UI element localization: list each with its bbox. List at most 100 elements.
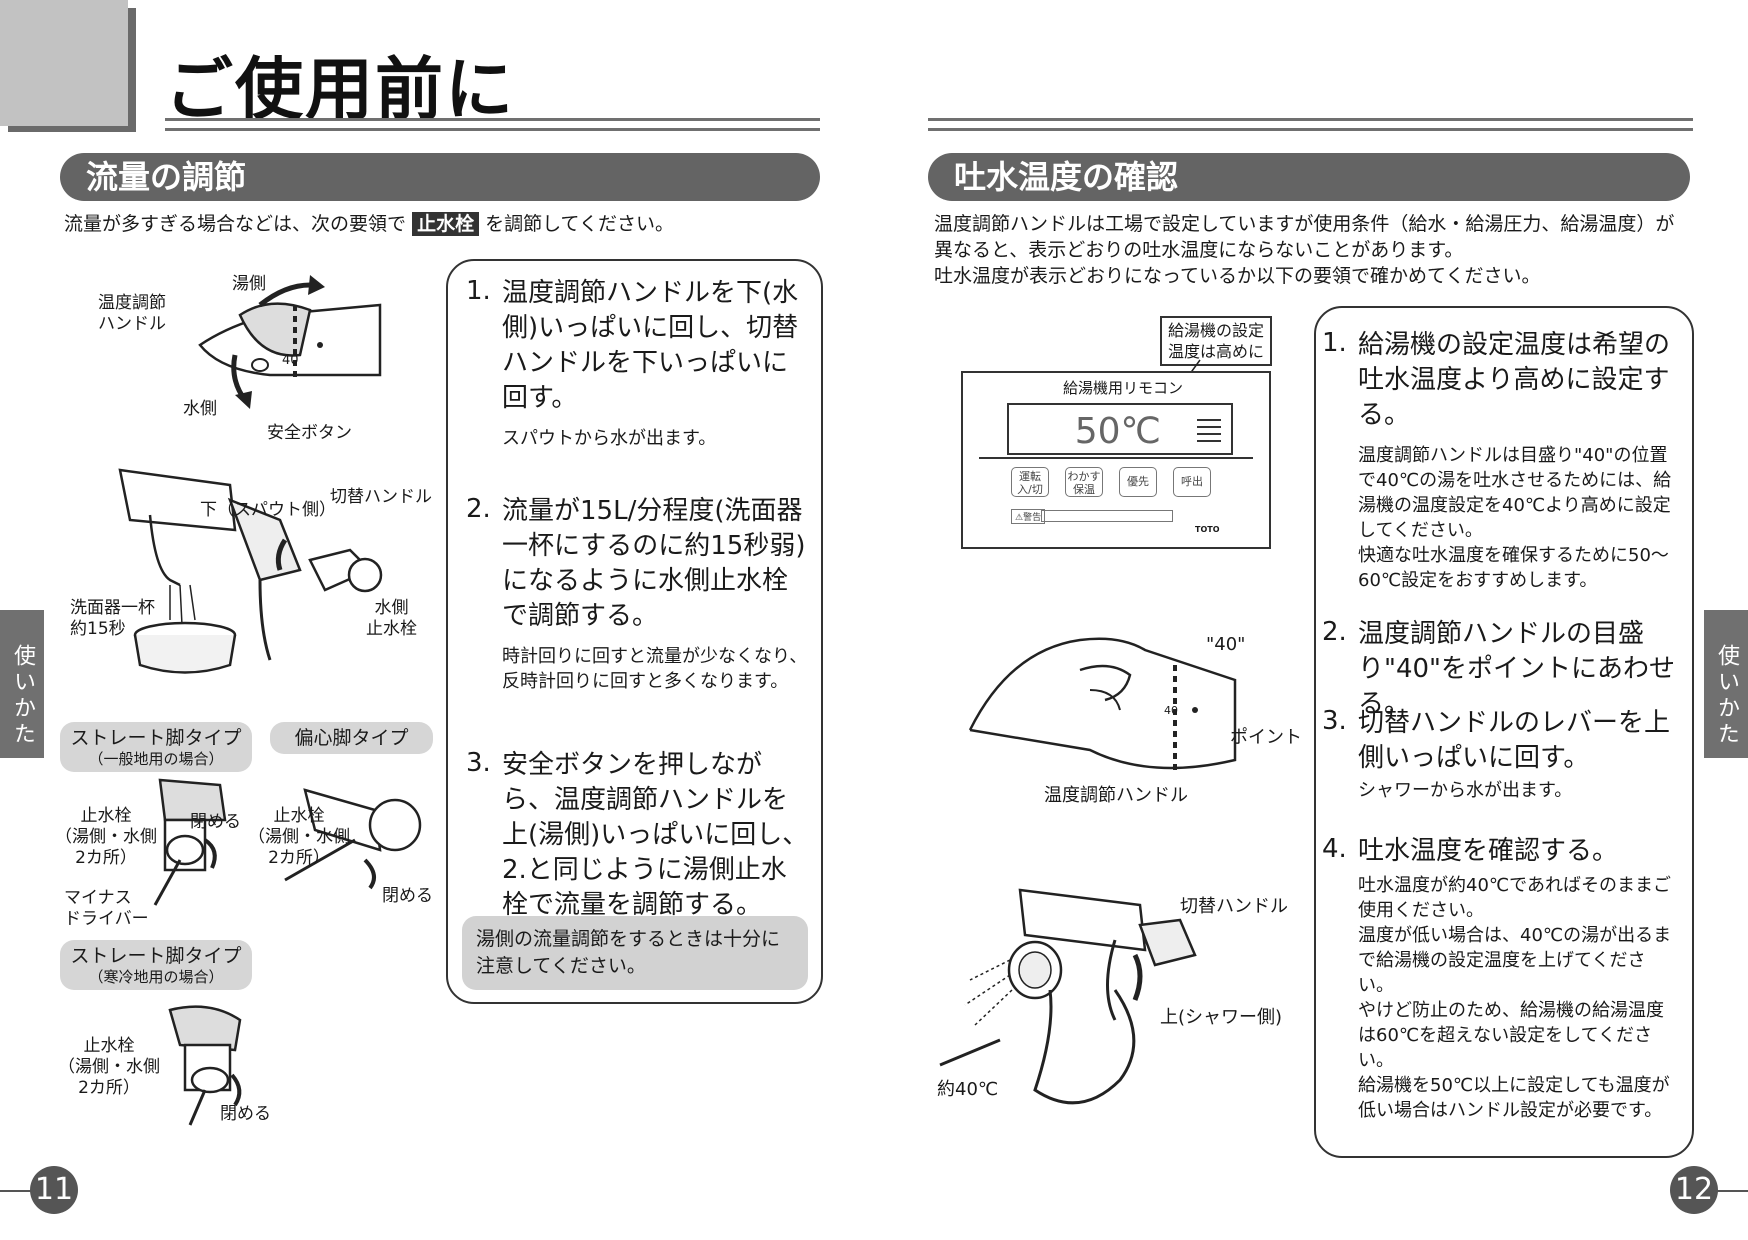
- remote-button-heat[interactable]: わかす 保温: [1065, 467, 1103, 497]
- label-safety-button: 安全ボタン: [267, 423, 352, 443]
- corner-block-shadow-right: [128, 8, 136, 132]
- remote-callout: 給湯機の設定 温度は高めに: [1160, 316, 1273, 366]
- hand-adjusting-handle-illustration: [968, 637, 1237, 770]
- left-intro: 流量が多すぎる場合などは、次の要領で 止水栓 を調節してください。: [64, 211, 674, 237]
- label-close-c: 閉める: [220, 1104, 271, 1124]
- label-close-b: 閉める: [382, 886, 433, 906]
- remote-divider: [979, 457, 1253, 459]
- left-steps-panel: [446, 259, 823, 1004]
- page-number-left: 11: [30, 1166, 78, 1214]
- right-step-3-title: 切替ハンドルのレバーを上側いっぱいに回す。: [1358, 708, 1671, 773]
- type-offset: 偏心脚タイプ: [270, 722, 433, 754]
- label-screwdriver: マイナス ドライバー: [64, 888, 149, 929]
- left-step-3: 3. 安全ボタンを押しながら、温度調節ハンドルを上(湯側)いっぱいに回し、2.と…: [466, 748, 810, 923]
- left-intro-text-end: を調節してください。: [485, 213, 674, 235]
- right-step-2: 2. 温度調節ハンドルの目盛り"40"をポイントにあわせる。: [1322, 617, 1678, 722]
- left-intro-text: 流量が多すぎる場合などは、次の要領で: [64, 213, 407, 235]
- right-step-4: 4. 吐水温度を確認する。 吐水温度が約40℃であればそのままご使用ください。 …: [1322, 834, 1678, 1123]
- label-right-temp-handle: 温度調節ハンドル: [1044, 785, 1188, 806]
- remote-control: 給湯機用リモコン 50℃ 運転 入/切 わかす 保温 優先 呼出 ⚠警告 TOT…: [961, 371, 1271, 549]
- left-step-1-note: スパウトから水が出ます。: [502, 428, 717, 449]
- type-straight-general-sub: （一般地用の場合）: [88, 750, 224, 768]
- side-tab-right: 使いかた: [1704, 610, 1748, 758]
- left-step-2-title: 流量が15L/分程度(洗面器一杯にするのに約15秒弱)になるように水側止水栓で調…: [502, 496, 806, 631]
- label-cold-stop-valve: 水側 止水栓: [366, 598, 417, 639]
- header-rule-left-2: [165, 128, 820, 131]
- right-step-3: 3. 切替ハンドルのレバーを上側いっぱいに回す。 シャワーから水が出ます。: [1322, 706, 1678, 803]
- left-section-heading: 流量の調節: [60, 153, 820, 201]
- corner-block-shadow-bottom: [8, 126, 136, 132]
- remote-button-power[interactable]: 運転 入/切: [1011, 467, 1049, 497]
- label-down-spout: 下（スパウト側）: [200, 500, 336, 520]
- right-step-2-title: 温度調節ハンドルの目盛り"40"をポイントにあわせる。: [1358, 619, 1676, 719]
- type-straight-general: ストレート脚タイプ （一般地用の場合）: [60, 722, 252, 772]
- label-switch-handle: 切替ハンドル: [330, 487, 432, 507]
- type-offset-label: 偏心脚タイプ: [294, 727, 409, 749]
- label-right-switch-handle: 切替ハンドル: [1180, 896, 1288, 917]
- page-title: ご使用前に: [165, 51, 516, 130]
- header-rule-right: [928, 118, 1693, 121]
- right-step-1-note: 温度調節ハンドルは目盛り"40"の位置で40℃の湯を吐水させるためには、給湯機の…: [1358, 445, 1672, 591]
- label-hot-side: 湯側: [232, 274, 266, 294]
- side-tab-left: 使いかた: [0, 610, 44, 758]
- left-step-3-title: 安全ボタンを押しながら、温度調節ハンドルを上(湯側)いっぱいに回し、2.と同じよ…: [502, 750, 809, 920]
- left-step-1-title: 温度調節ハンドルを下(水側)いっぱいに回し、切替ハンドルを下いっぱいに回す。: [502, 278, 799, 413]
- label-basin: 洗面器一杯 約15秒: [70, 598, 155, 639]
- left-step-2: 2. 流量が15L/分程度(洗面器一杯にするのに約15秒弱)になるように水側止水…: [466, 494, 810, 694]
- right-intro: 温度調節ハンドルは工場で設定していますが使用条件（給水・給湯圧力、給湯温度）が異…: [934, 213, 1675, 287]
- label-mark-40: "40": [1206, 634, 1246, 655]
- label-point: ポイント: [1230, 727, 1302, 748]
- right-step-4-title: 吐水温度を確認する。: [1358, 836, 1619, 866]
- right-step-1-num: 1.: [1322, 328, 1347, 358]
- right-step-3-num: 3.: [1322, 706, 1347, 736]
- right-step-4-num: 4.: [1322, 834, 1347, 864]
- left-step-3-num: 3.: [466, 748, 491, 778]
- header-rule-left: [165, 118, 820, 121]
- menu-lines-icon: [1197, 419, 1221, 442]
- left-step-2-num: 2.: [466, 494, 491, 524]
- type-straight-cold: ストレート脚タイプ （寒冷地用の場合）: [60, 940, 252, 990]
- page-number-line-left: [0, 1190, 36, 1192]
- label-stop-valve-a: 止水栓 （湯側・水側 2カ所）: [55, 806, 157, 868]
- header-rule-right-2: [928, 128, 1693, 131]
- remote-button-priority[interactable]: 優先: [1119, 467, 1157, 497]
- remote-display: 50℃: [1007, 403, 1233, 455]
- right-section-heading: 吐水温度の確認: [928, 153, 1690, 201]
- right-steps-panel: [1314, 306, 1694, 1158]
- cold-region-valve-illustration: [168, 1005, 242, 1126]
- label-stop-valve-b: 止水栓 （湯側・水側 2カ所）: [248, 806, 350, 868]
- label-dial-40: 40: [282, 353, 299, 368]
- remote-warning-label: ⚠警告: [1011, 509, 1046, 524]
- page-number-right: 12: [1670, 1166, 1718, 1214]
- left-intro-keyword: 止水栓: [412, 212, 480, 236]
- label-right-dial-40: 40: [1164, 704, 1178, 717]
- label-close-a: 閉める: [190, 812, 241, 832]
- corner-block: [0, 0, 128, 126]
- page-number-line-right: [1712, 1190, 1748, 1192]
- straight-valve-illustration: [153, 778, 227, 906]
- faucet-spout-illustration: [118, 468, 383, 674]
- label-approx-40: 約40℃: [937, 1079, 999, 1100]
- left-step-2-note: 時計回りに回すと流量が少なくなり、反時計回りに回すと多くなります。: [502, 646, 808, 692]
- remote-warning-strip: [1041, 510, 1173, 522]
- shower-faucet-illustration: [939, 888, 1197, 1105]
- type-straight-general-label: ストレート脚タイプ: [70, 727, 242, 749]
- remote-display-value: 50℃: [1074, 411, 1161, 452]
- type-straight-cold-label: ストレート脚タイプ: [70, 945, 242, 967]
- left-step-1: 1. 温度調節ハンドルを下(水側)いっぱいに回し、切替ハンドルを下いっぱいに回す…: [466, 276, 810, 451]
- label-up-shower: 上(シャワー側): [1160, 1007, 1283, 1028]
- left-step-1-num: 1.: [466, 276, 491, 306]
- right-step-1-title: 給湯機の設定温度は希望の吐水温度より高めに設定する。: [1358, 330, 1671, 430]
- remote-button-call[interactable]: 呼出: [1173, 467, 1211, 497]
- label-temp-handle: 温度調節 ハンドル: [98, 293, 166, 334]
- label-cold-side: 水側: [183, 399, 217, 419]
- remote-title: 給湯機用リモコン: [1063, 379, 1184, 397]
- remote-brand: TOTO: [1195, 525, 1220, 534]
- right-step-3-note: シャワーから水が出ます。: [1358, 780, 1573, 801]
- type-straight-cold-sub: （寒冷地用の場合）: [88, 968, 224, 986]
- offset-valve-illustration: [284, 788, 422, 890]
- left-caution-box: 湯側の流量調節をするときは十分に注意してください。: [462, 916, 808, 990]
- right-step-1: 1. 給湯機の設定温度は希望の吐水温度より高めに設定する。 温度調節ハンドルは目…: [1322, 328, 1678, 593]
- right-step-2-num: 2.: [1322, 617, 1347, 647]
- right-step-4-note: 吐水温度が約40℃であればそのままご使用ください。 温度が低い場合は、40℃の湯…: [1358, 875, 1672, 1121]
